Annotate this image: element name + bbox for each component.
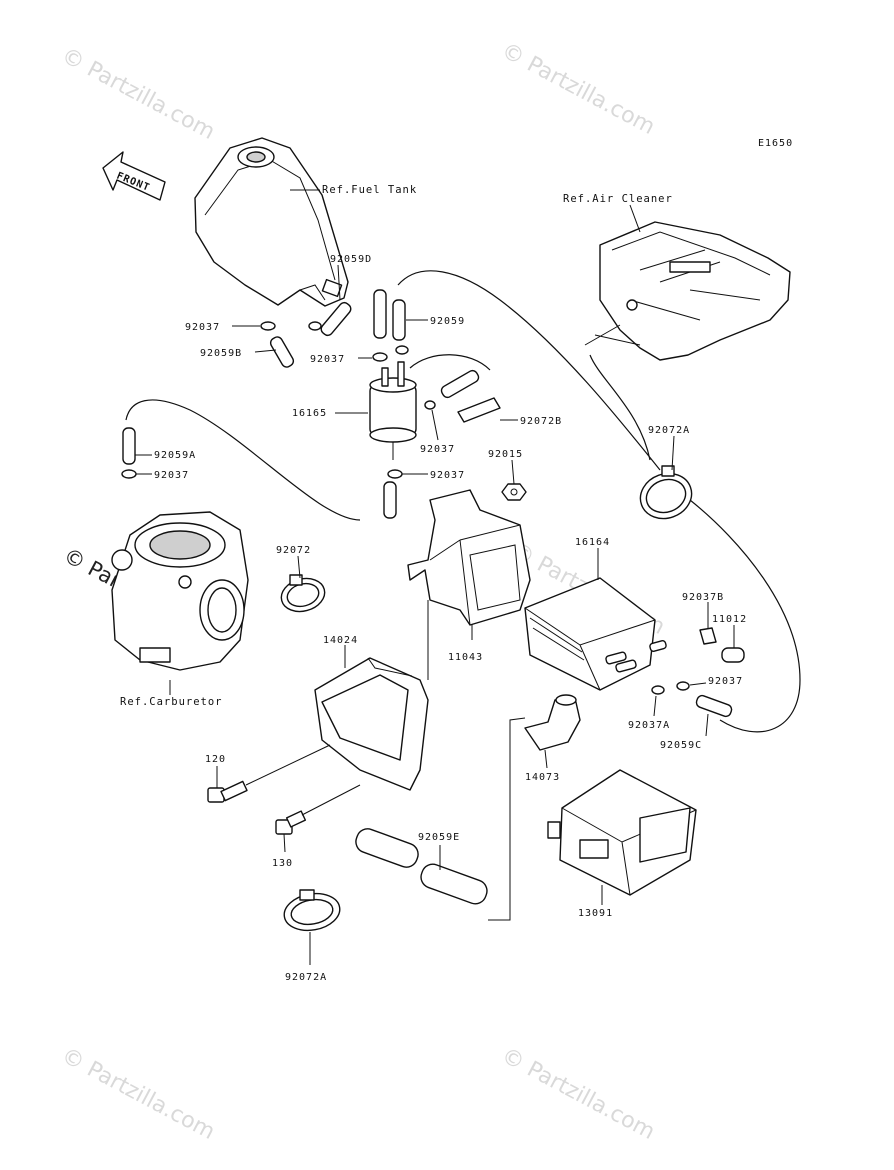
part-label-92059D: 92059D [330, 254, 372, 265]
part-label-92037-b: 92037 [310, 354, 345, 365]
ref-carburetor-label: Ref.Carburetor [120, 696, 223, 708]
bolt-130-icon [275, 810, 307, 835]
hose-tank-to-air-cleaner [397, 270, 661, 471]
clip-92037B-icon [699, 627, 717, 645]
part-label-92072A-bottom: 92072A [285, 972, 327, 983]
tube-92059-a [373, 289, 387, 339]
ref-air-cleaner-label: Ref.Air Cleaner [563, 193, 673, 205]
leader-bolt-130-to-cover [301, 784, 361, 816]
ref-fuel-tank-label: Ref.Fuel Tank [322, 184, 417, 196]
hose-clamp-92072A-bottom-icon [283, 889, 341, 932]
watermark-bottom-left: © Partzilla.com [57, 1043, 219, 1145]
hose-air-cleaner-to-canister [589, 354, 801, 733]
hose-carb-to-filter [125, 399, 361, 521]
part-label-11012: 11012 [712, 614, 747, 625]
watermark-top-right: © Partzilla.com [497, 38, 659, 140]
canister-16164-icon [524, 577, 667, 691]
part-label-92072A-top: 92072A [648, 425, 690, 436]
bolt-120-icon [207, 780, 248, 803]
part-label-92059: 92059 [430, 316, 465, 327]
diagram-code: E1650 [758, 138, 793, 149]
watermark-top-left: © Partzilla.com [57, 43, 219, 145]
watermark-bottom-right: © Partzilla.com [497, 1043, 659, 1145]
part-label-92037B: 92037B [682, 592, 724, 603]
part-label-92037A: 92037A [628, 720, 670, 731]
part-label-92015: 92015 [488, 449, 523, 460]
leader-92059E-to-elbow [488, 717, 526, 921]
clamp-92037-b-icon [372, 345, 409, 362]
tube-below-filter [383, 481, 397, 519]
tube-92059B [269, 336, 295, 368]
part-label-92059C: 92059C [660, 740, 702, 751]
part-label-92037-a: 92037 [185, 322, 220, 333]
tube-92059-b [392, 299, 406, 341]
part-label-92037-d: 92037 [154, 470, 189, 481]
tube-from-filter-right [409, 354, 491, 399]
leader-bolt-120-to-cover [245, 744, 331, 786]
nut-92015-icon [501, 483, 527, 501]
air-cleaner-icon [584, 221, 791, 361]
bracket-11043-icon [407, 489, 531, 626]
elbow-14073-icon [524, 694, 581, 751]
part-label-16164: 16164 [575, 537, 610, 548]
cap-11012-icon [721, 647, 745, 663]
cover-14024-icon [314, 657, 429, 791]
part-label-92059E: 92059E [418, 832, 460, 843]
part-label-92059B: 92059B [200, 348, 242, 359]
part-label-92072B: 92072B [520, 416, 562, 427]
fuel-filter-16165-icon [369, 361, 417, 460]
part-label-130: 130 [272, 858, 293, 869]
hose-clamp-92072A-top-icon [639, 465, 693, 520]
clamp-92037A-icon [651, 685, 665, 695]
part-label-92059A: 92059A [154, 450, 196, 461]
front-arrow-icon: FRONT [102, 151, 166, 201]
part-label-16165: 16165 [292, 408, 327, 419]
clamp-92037-a-icon [260, 321, 322, 331]
bracket-92072B-icon [457, 397, 501, 423]
clamp-92037-f-icon [676, 681, 690, 691]
tube-92059A [122, 427, 136, 465]
tube-92059C-icon [695, 694, 733, 718]
box-13091-icon [547, 769, 697, 896]
clamp-92037-d-icon [121, 469, 137, 479]
carburetor-icon [111, 511, 249, 671]
leader-air-cleaner [629, 204, 641, 233]
part-label-92072: 92072 [276, 545, 311, 556]
tube-92059E-icon [355, 828, 488, 905]
clamp-92037-c-icon [424, 400, 436, 410]
tube-92059D [320, 301, 352, 337]
part-label-13091: 13091 [578, 908, 613, 919]
part-label-92037-c: 92037 [420, 444, 455, 455]
clamp-92037-e-icon [387, 469, 403, 479]
part-label-14073: 14073 [525, 772, 560, 783]
part-label-11043: 11043 [448, 652, 483, 663]
fuel-tank-icon [194, 137, 349, 307]
part-label-92037-e: 92037 [430, 470, 465, 481]
hose-clamp-92072-icon [280, 574, 326, 613]
part-label-92037-f: 92037 [708, 676, 743, 687]
part-label-14024: 14024 [323, 635, 358, 646]
part-label-120: 120 [205, 754, 226, 765]
